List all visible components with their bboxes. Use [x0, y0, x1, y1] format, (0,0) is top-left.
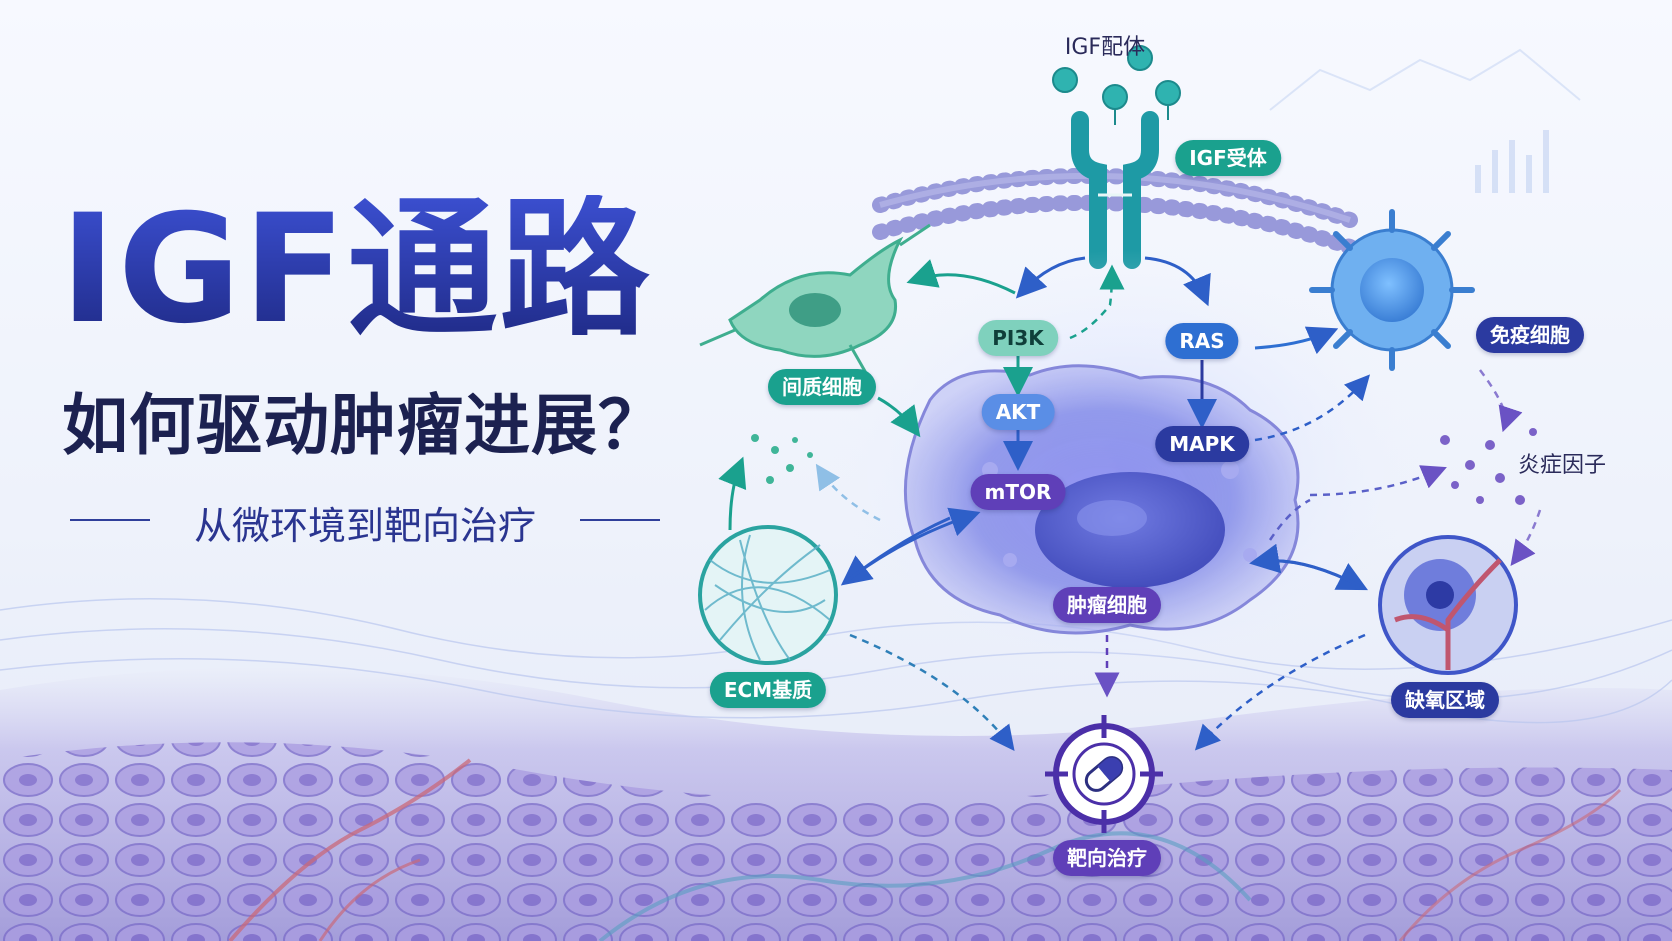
stromal-secretion-dots	[751, 434, 813, 484]
ligand-icon	[1052, 45, 1181, 125]
tumor-cell-label: 肿瘤细胞	[1053, 587, 1161, 623]
receptor-label: IGF受体	[1175, 140, 1281, 176]
ecm-fiber-icon	[698, 525, 838, 665]
mtor-node: mTOR	[970, 474, 1066, 510]
page-subtitle: 如何驱动肿瘤进展？	[62, 387, 665, 464]
ecm-label: ECM基质	[709, 672, 827, 708]
inflammatory-factors-label: 炎症因子	[1517, 453, 1607, 478]
receptor-icon	[1071, 111, 1159, 269]
tagline-rule-right	[580, 519, 660, 521]
akt-node: AKT	[981, 394, 1055, 430]
pi3k-node: PI3K	[978, 320, 1058, 356]
mapk-node: MAPK	[1155, 426, 1249, 462]
targeted-therapy-label: 靶向治疗	[1053, 840, 1161, 876]
cell-membrane	[872, 167, 1358, 255]
hypoxia-label: 缺氧区域	[1391, 682, 1499, 718]
ligand-label: IGF配体	[1064, 35, 1146, 60]
page-title: IGF通路	[60, 183, 652, 357]
target-pill-icon	[1045, 715, 1163, 833]
inflammatory-dots	[1440, 428, 1537, 505]
tagline: 从微环境到靶向治疗	[193, 504, 536, 548]
stromal-cell-label: 间质细胞	[768, 369, 876, 405]
hypoxia-vessel-icon	[1378, 535, 1518, 675]
immune-cell-label: 免疫细胞	[1476, 317, 1584, 353]
tagline-rule-left	[70, 519, 150, 521]
immune-cell-icon	[1309, 209, 1475, 371]
ras-node: RAS	[1165, 323, 1239, 359]
stromal-cell-icon	[699, 223, 931, 381]
background-chart-decoration	[1269, 48, 1581, 193]
tagline-row: 从微环境到靶向治疗	[70, 495, 660, 548]
